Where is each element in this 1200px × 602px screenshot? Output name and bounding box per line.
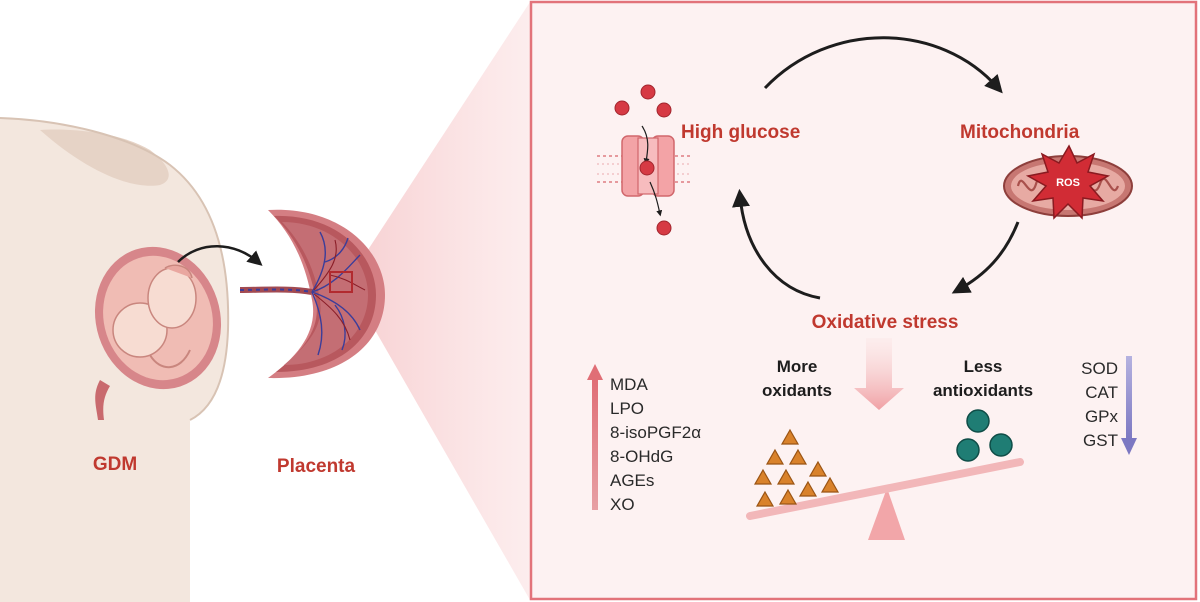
placenta-illustration xyxy=(239,209,385,379)
antioxidant-marker: SOD xyxy=(1081,359,1118,378)
detail-panel xyxy=(529,0,1198,601)
placenta-label: Placenta xyxy=(277,456,356,477)
ros-burst-icon: ROS xyxy=(1025,144,1111,220)
cycle-arrow-stress-to-glucose xyxy=(732,188,821,300)
oxidant-marker-list: MDA LPO 8-isoPGF2α 8-OHdG AGEs XO xyxy=(610,375,701,514)
decrease-arrow xyxy=(1121,356,1137,455)
pregnant-body-illustration xyxy=(0,117,230,602)
gdm-label: GDM xyxy=(93,454,137,475)
cycle-arrow-mitochondria-to-stress xyxy=(951,221,1020,294)
less-antioxidants-line2: antioxidants xyxy=(933,381,1033,400)
oxidant-triangles xyxy=(753,428,840,507)
increase-arrow xyxy=(587,364,603,510)
placenta-zoom-box xyxy=(329,271,353,293)
stress-to-balance-arrow xyxy=(854,338,904,410)
oxidant-marker: MDA xyxy=(610,375,648,394)
zoom-funnel xyxy=(343,2,530,600)
antioxidant-marker-list: SOD CAT GPx GST xyxy=(1081,359,1118,450)
oxidant-marker: 8-OHdG xyxy=(610,447,673,466)
antioxidant-marker: CAT xyxy=(1085,383,1118,402)
balance-scale-icon xyxy=(746,458,1024,540)
less-antioxidants-line1: Less xyxy=(964,357,1003,376)
more-oxidants-line2: oxidants xyxy=(762,381,832,400)
antioxidant-circles xyxy=(956,409,1013,462)
woman-to-placenta-arrow xyxy=(177,245,263,266)
glucose-molecules xyxy=(614,84,672,236)
antioxidant-marker: GPx xyxy=(1085,407,1119,426)
oxidative-stress-label: Oxidative stress xyxy=(812,312,959,333)
oxidant-marker: LPO xyxy=(610,399,644,418)
high-glucose-label: High glucose xyxy=(681,122,800,143)
oxidant-marker: XO xyxy=(610,495,635,514)
oxidant-marker: AGEs xyxy=(610,471,654,490)
mitochondria-label: Mitochondria xyxy=(960,122,1080,143)
antioxidant-marker: GST xyxy=(1083,431,1118,450)
more-oxidants-line1: More xyxy=(777,357,818,376)
cycle-arrow-glucose-to-mitochondria xyxy=(763,36,1003,94)
oxidant-marker: 8-isoPGF2α xyxy=(610,423,701,442)
ros-label: ROS xyxy=(1056,177,1080,189)
